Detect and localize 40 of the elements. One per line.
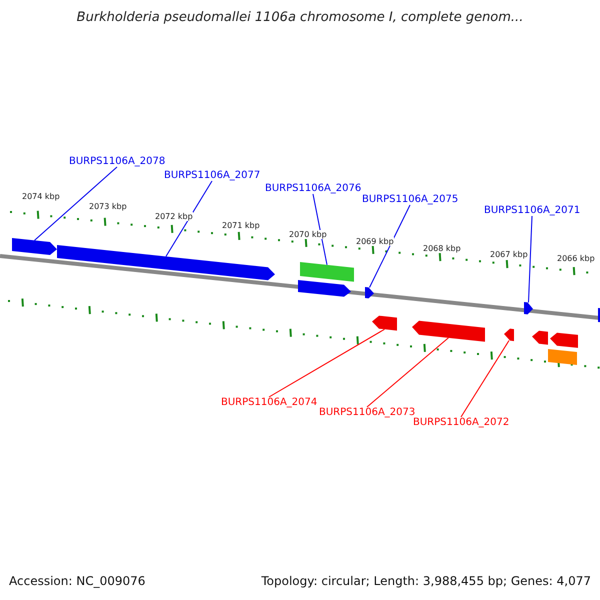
scale-label: 2074 kbp: [22, 192, 60, 201]
scale-label: 2070 kbp: [289, 230, 327, 239]
leader-line: [528, 216, 532, 303]
diagram-title: Burkholderia pseudomallei 1106a chromosome I, complete genom...: [76, 10, 524, 25]
gene-label: BURPS1106A_2076: [265, 183, 362, 194]
leader-line: [268, 328, 385, 398]
gene-label: BURPS1106A_2075: [362, 194, 458, 205]
gene-label: BURPS1106A_2073: [319, 407, 416, 418]
feature-block: [548, 349, 577, 365]
gene-block: [532, 330, 548, 345]
scale-label: 2066 kbp: [557, 254, 595, 263]
gene-block: [550, 332, 578, 348]
gene-label: BURPS1106A_2078: [69, 156, 166, 167]
leader-line: [460, 340, 510, 418]
gene-label: BURPS1106A_2077: [164, 170, 260, 181]
scale-label: 2069 kbp: [356, 237, 394, 246]
leader-line: [366, 337, 449, 408]
leader-line: [312, 194, 328, 266]
scale-label: 2068 kbp: [423, 244, 461, 253]
accession-note: Accession: NC_009076: [9, 574, 146, 588]
feature-block: [300, 262, 354, 282]
gene-block: [504, 328, 514, 342]
gene-block: [57, 245, 275, 280]
leader-line: [166, 180, 212, 257]
scale-label: 2072 kbp: [155, 212, 193, 221]
leader-line: [369, 204, 410, 288]
gene-label: BURPS1106A_2074: [221, 397, 318, 408]
gene-block: [412, 320, 485, 342]
gene-block: [298, 280, 351, 297]
gene-label: BURPS1106A_2072: [413, 417, 510, 428]
scale-label: 2073 kbp: [89, 202, 127, 211]
gene-block: [365, 287, 374, 298]
scale-label: 2067 kbp: [490, 250, 528, 259]
gene-block: [372, 316, 397, 331]
genome-summary-note: Topology: circular; Length: 3,988,455 bp; Genes: 4,077: [261, 574, 591, 588]
gene-block: [524, 302, 533, 314]
leader-line: [34, 166, 118, 241]
gene-label: BURPS1106A_2071: [484, 205, 580, 216]
scale-label: 2071 kbp: [222, 221, 260, 230]
gene-block: [12, 238, 57, 255]
